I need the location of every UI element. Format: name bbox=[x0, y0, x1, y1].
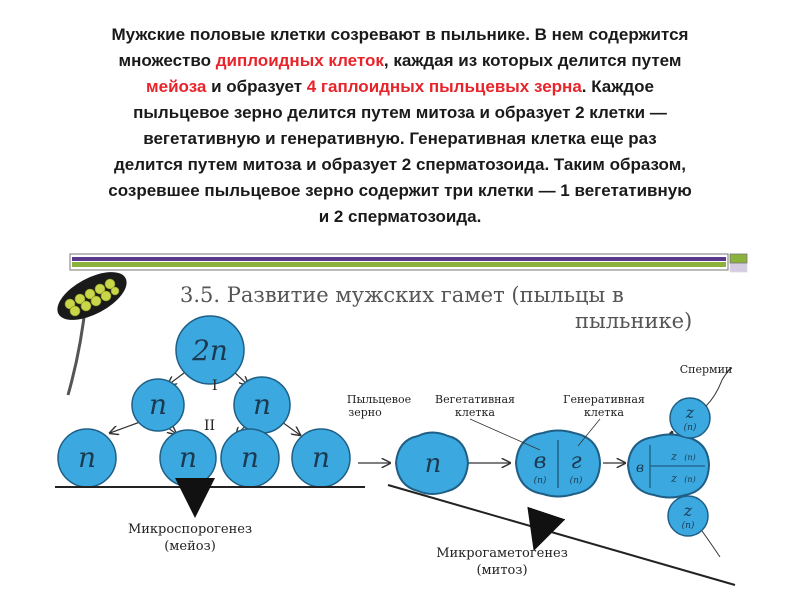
intro-text: вегетативную и генеративную. Генеративна… bbox=[143, 129, 657, 148]
intro-line: делится путем митоза и образует 2 сперма… bbox=[20, 152, 780, 178]
two-cell-pollen-grain: в (n) г (n) bbox=[514, 429, 602, 498]
sperm-cell-label: z bbox=[670, 450, 677, 463]
label-leaders bbox=[469, 418, 601, 451]
diagram-title: 3.5. Развитие мужских гамет (пыльцы в bbox=[180, 283, 624, 307]
intro-text: созревшее пыльцевое зерно содержит три к… bbox=[108, 181, 692, 200]
ploidy-label: n bbox=[253, 388, 271, 421]
divider-bar bbox=[69, 253, 748, 273]
intro-text: пыльцевое зерно делится путем митоза и о… bbox=[133, 103, 667, 122]
intro-line: пыльцевое зерно делится путем митоза и о… bbox=[20, 100, 780, 126]
highlight-meiosis: мейоза bbox=[146, 77, 207, 96]
ploidy-label: n bbox=[179, 441, 197, 474]
intro-line: мейоза и образует 4 гаплоидных пыльцевых… bbox=[20, 74, 780, 100]
ploidy-label: n bbox=[312, 441, 330, 474]
highlight-four-pollen-grains: 4 гаплоидных пыльцевых зерна bbox=[306, 77, 582, 96]
pollen-grain-label: Пыльцевое bbox=[347, 393, 411, 406]
anther-illustration bbox=[57, 272, 127, 396]
sperm-cell-label: z bbox=[683, 501, 693, 520]
ploidy-label: n bbox=[425, 449, 442, 479]
microsporogenesis-label: Микроспорогенез bbox=[128, 522, 252, 537]
intro-line: созревшее пыльцевое зерно содержит три к… bbox=[20, 178, 780, 204]
intro-text: и образует bbox=[206, 77, 307, 96]
ploidy-sub: (n) bbox=[534, 475, 547, 486]
microgametogenesis-label: Микрогаметогенез bbox=[436, 546, 568, 561]
vegetative-cell-label: в bbox=[534, 449, 547, 474]
cell-n bbox=[131, 378, 185, 432]
intro-text: , каждая из которых делится путем bbox=[383, 51, 682, 70]
ploidy-sub: (n) bbox=[684, 422, 697, 433]
ploidy-label: n bbox=[241, 441, 259, 474]
ploidy-label: n bbox=[78, 441, 96, 474]
intro-line: Мужские половые клетки созревают в пыльн… bbox=[20, 22, 780, 48]
down-arrow bbox=[527, 506, 566, 551]
generative-cell-caption: клетка bbox=[584, 406, 624, 419]
vegetative-cell-label: в bbox=[636, 460, 644, 476]
division-two-label: II bbox=[204, 418, 215, 434]
pollen-grain bbox=[394, 431, 470, 495]
generative-cell-caption: Генеративная bbox=[563, 393, 645, 406]
intro-line: и 2 сперматозоида. bbox=[20, 204, 780, 230]
pollen-grain-label: зерно bbox=[348, 406, 382, 419]
ploidy-sub: (n) bbox=[682, 520, 695, 531]
sperm-cell: z (n) bbox=[667, 495, 721, 558]
ploidy-sub: (n) bbox=[684, 475, 695, 484]
intro-paragraph: Мужские половые клетки созревают в пыльн… bbox=[20, 22, 780, 230]
vegetative-cell-caption: Вегетативная bbox=[435, 393, 515, 406]
division-one-label: I bbox=[212, 378, 218, 394]
highlight-diploid-cells: диплоидных клеток bbox=[215, 51, 384, 70]
intro-text: множество bbox=[118, 51, 216, 70]
sperm-cell: z (n) bbox=[669, 367, 733, 439]
mature-pollen-grain: в z (n) z (n) bbox=[626, 433, 711, 499]
ploidy-label: 2n bbox=[191, 334, 228, 367]
sperm-cell-label: z bbox=[670, 472, 677, 485]
mother-cell bbox=[175, 315, 245, 385]
sperm-caption: Спермии bbox=[680, 363, 733, 376]
mitosis-label: (митоз) bbox=[476, 563, 527, 578]
vegetative-cell-caption: клетка bbox=[455, 406, 495, 419]
ploidy-sub: (n) bbox=[570, 475, 583, 486]
ploidy-label: n bbox=[149, 388, 167, 421]
sperm-cell-label: z bbox=[685, 403, 695, 422]
meiosis-label: (мейоз) bbox=[164, 539, 216, 554]
diagram-title-cont: пыльнике) bbox=[575, 309, 692, 333]
intro-text: делится путем митоза и образует 2 сперма… bbox=[113, 155, 687, 174]
ploidy-sub: (n) bbox=[684, 453, 695, 462]
intro-text: и 2 сперматозоида. bbox=[318, 207, 482, 226]
intro-line: множество диплоидных клеток, каждая из к… bbox=[20, 48, 780, 74]
intro-line: вегетативную и генеративную. Генеративна… bbox=[20, 126, 780, 152]
generative-cell-label: г bbox=[570, 449, 581, 474]
intro-text: . Каждое bbox=[581, 77, 654, 96]
intro-text: Мужские половые клетки созревают в пыльн… bbox=[111, 25, 689, 44]
